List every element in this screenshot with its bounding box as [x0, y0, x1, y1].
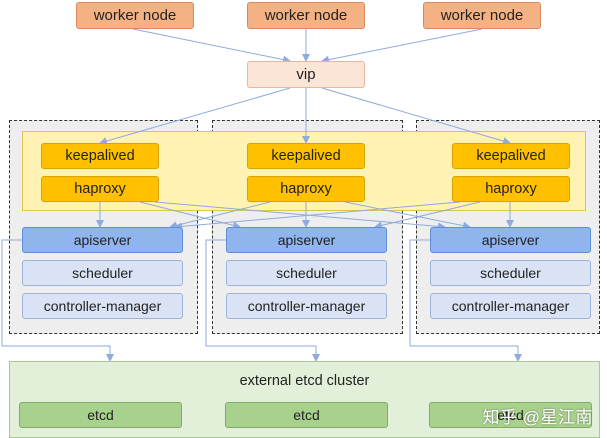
controller-manager-box-1: controller-manager	[22, 293, 183, 319]
etcd-box-1: etcd	[19, 402, 182, 428]
scheduler-box-3: scheduler	[430, 260, 591, 286]
worker1-to-vip-line	[132, 28, 291, 64]
haproxy1-to-apiserver2-line	[139, 201, 241, 230]
haproxy3-to-apiserver1-line	[174, 201, 461, 231]
vip-box: vip	[247, 61, 365, 88]
apiserver2-to-etcd-line	[205, 239, 320, 362]
keepalived-box-1: keepalived	[41, 143, 159, 169]
apiserver-box-2: apiserver	[226, 227, 387, 253]
haproxy2-to-apiserver3-line	[344, 201, 471, 230]
scheduler-box-2: scheduler	[226, 260, 387, 286]
vip-to-keepalived3-line	[321, 87, 511, 145]
vip-to-keepalived1-line	[99, 87, 291, 145]
worker-node-box-2: worker node	[247, 2, 365, 29]
etcd-cluster-title: external etcd cluster	[239, 373, 370, 389]
worker-node-box-1: worker node	[76, 2, 194, 29]
etcd-box-2: etcd	[225, 402, 388, 428]
controller-manager-box-3: controller-manager	[430, 293, 591, 319]
haproxy1-to-apiserver3-line	[154, 201, 446, 231]
haproxy2-to-apiserver1-line	[169, 201, 271, 230]
apiserver1-to-etcd-line	[1, 239, 114, 362]
scheduler-box-1: scheduler	[22, 260, 183, 286]
worker-node-box-3: worker node	[423, 2, 541, 29]
apiserver-box-3: apiserver	[430, 227, 591, 253]
controller-manager-box-2: controller-manager	[226, 293, 387, 319]
haproxy3-to-apiserver2-line	[374, 201, 481, 230]
zhihu-watermark: 知乎 @星江南	[482, 408, 593, 427]
keepalived-box-2: keepalived	[247, 143, 365, 169]
apiserver-box-1: apiserver	[22, 227, 183, 253]
apiserver3-to-etcd-line	[409, 239, 522, 362]
keepalived-box-3: keepalived	[452, 143, 570, 169]
worker3-to-vip-line	[321, 28, 483, 64]
haproxy-box-1: haproxy	[41, 176, 159, 202]
etcd-box-3: etcd	[429, 402, 592, 428]
haproxy-box-2: haproxy	[247, 176, 365, 202]
haproxy-box-3: haproxy	[452, 176, 570, 202]
